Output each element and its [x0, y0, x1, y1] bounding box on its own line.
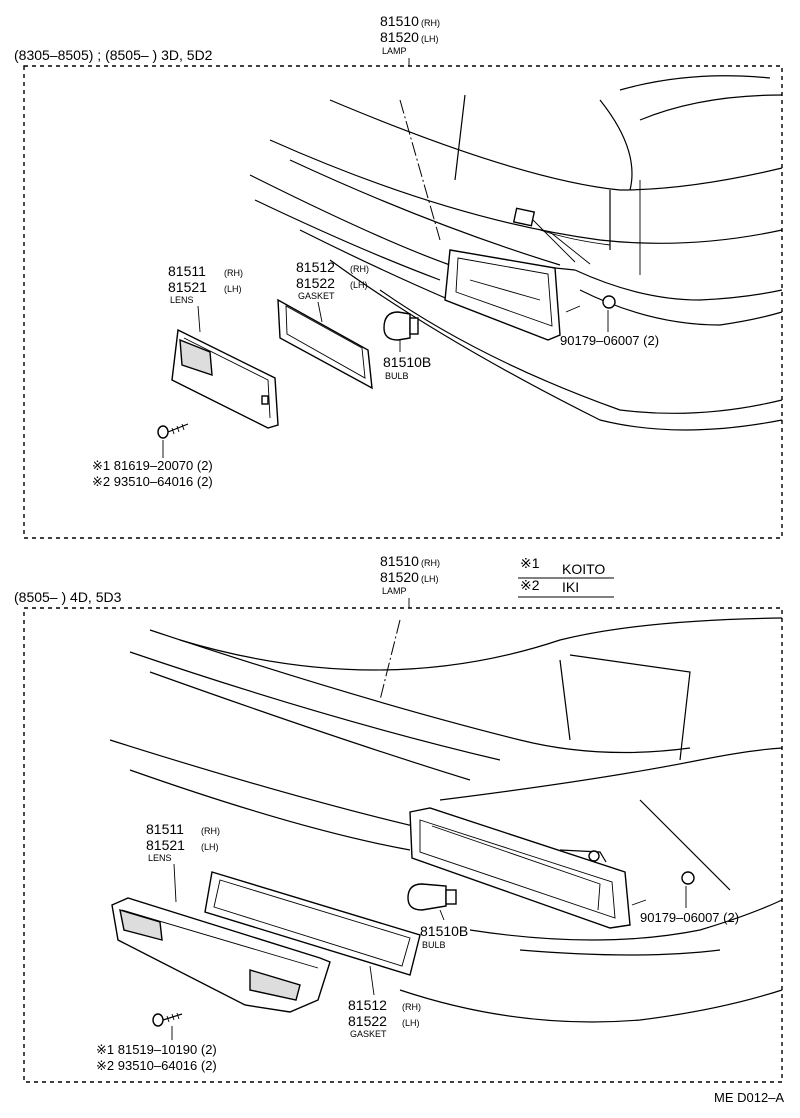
bottom-gasket-rh-number: 81512: [348, 997, 387, 1013]
bottom-section: (8505– ) 4D, 5D3 81510 (RH) 81520 (LH) L…: [14, 553, 783, 1083]
top-screw-icon: [157, 423, 189, 439]
top-lamp-centerline: [399, 99, 441, 241]
bottom-gasket-lh-number: 81522: [348, 1013, 387, 1029]
bottom-screw-icon: [152, 1012, 183, 1027]
top-section: (8305–8505) ; (8505– ) 3D, 5D2 81510 (RH…: [14, 13, 783, 539]
top-clip-nut-icon: [602, 295, 616, 309]
top-gasket-lh-suffix: (LH): [350, 280, 368, 290]
top-car-body: [249, 75, 783, 431]
top-section-frame: [23, 65, 783, 539]
top-lens-rh-number: 81511: [168, 263, 206, 279]
bottom-section-header: (8505– ) 4D, 5D3: [14, 589, 122, 605]
bottom-lamp-lh-suffix: (LH): [421, 574, 439, 584]
bottom-lens-lh-number: 81521: [146, 837, 185, 853]
bottom-bulb-part-number: 81510B: [420, 923, 468, 939]
bottom-car-body: [109, 617, 783, 1023]
top-lens-rh-suffix: (RH): [224, 268, 243, 278]
top-section-header: (8305–8505) ; (8505– ) 3D, 5D2: [14, 47, 213, 63]
top-gasket-rh-suffix: (RH): [350, 264, 369, 274]
top-gasket-part: [277, 298, 373, 390]
top-lamp-name: LAMP: [382, 46, 407, 56]
drawing-code: ME D012–A: [714, 1090, 784, 1105]
bottom-gasket-lh-suffix: (LH): [402, 1018, 420, 1028]
bottom-lamp-rh-number: 81510: [380, 553, 419, 569]
bottom-lamp-housing: [409, 807, 695, 929]
legend-mark-2: ※2: [520, 577, 540, 593]
bottom-gasket-rh-suffix: (RH): [402, 1002, 421, 1012]
bottom-bulb-leader: [439, 909, 445, 921]
legend-mark-1: ※1: [520, 555, 540, 571]
top-lamp-lh-number: 81520: [380, 29, 419, 45]
bottom-screw2-part-number: ※2 93510–64016 (2): [96, 1058, 217, 1073]
top-gasket-lh-number: 81522: [296, 275, 335, 291]
bottom-bulb-icon: [407, 883, 457, 911]
top-lens-part: [171, 328, 279, 429]
bottom-lamp-centerline: [379, 619, 401, 701]
bottom-clip-nut-icon: [681, 871, 695, 885]
bottom-lens-rh-suffix: (RH): [201, 826, 220, 836]
top-screw1-part-number: ※1 81619–20070 (2): [92, 458, 213, 473]
top-gasket-name: GASKET: [298, 291, 335, 301]
bottom-gasket-name: GASKET: [350, 1029, 387, 1039]
bottom-lamp-name: LAMP: [382, 586, 407, 596]
maker-legend: ※1 KOITO ※2 IKI: [518, 555, 614, 598]
bottom-clip-part-number: 90179–06007 (2): [640, 910, 739, 925]
top-bulb-part-number: 81510B: [383, 354, 431, 370]
bottom-lens-part: [111, 897, 331, 1013]
top-bulb-icon: [383, 311, 419, 341]
top-clip-part-number: 90179–06007 (2): [560, 333, 659, 348]
top-lamp-housing: [444, 207, 616, 341]
bottom-lens-leader: [173, 863, 177, 903]
bottom-bulb-name: BULB: [422, 940, 446, 950]
bottom-gasket-leader: [369, 965, 375, 996]
top-lens-leader: [197, 305, 201, 333]
top-lens-name: LENS: [170, 295, 194, 305]
bottom-lens-name: LENS: [148, 853, 172, 863]
top-bulb-name: BULB: [385, 371, 409, 381]
bottom-lamp-lh-number: 81520: [380, 569, 419, 585]
bottom-section-frame: [23, 607, 783, 1083]
bottom-lamp-rh-suffix: (RH): [421, 558, 440, 568]
top-lens-lh-number: 81521: [168, 279, 207, 295]
bottom-lens-lh-suffix: (LH): [201, 842, 219, 852]
bottom-gasket-part: [204, 871, 421, 976]
top-screw2-part-number: ※2 93510–64016 (2): [92, 474, 213, 489]
top-lamp-rh-suffix: (RH): [421, 18, 440, 28]
top-gasket-leader: [317, 301, 323, 323]
legend-maker-2: IKI: [562, 579, 579, 595]
top-lens-lh-suffix: (LH): [224, 284, 242, 294]
bottom-screw1-part-number: ※1 81519–10190 (2): [96, 1042, 217, 1057]
legend-maker-1: KOITO: [562, 561, 605, 577]
bottom-lens-rh-number: 81511: [146, 821, 184, 837]
top-lamp-rh-number: 81510: [380, 13, 419, 29]
top-gasket-rh-number: 81512: [296, 259, 335, 275]
top-lamp-lh-suffix: (LH): [421, 34, 439, 44]
